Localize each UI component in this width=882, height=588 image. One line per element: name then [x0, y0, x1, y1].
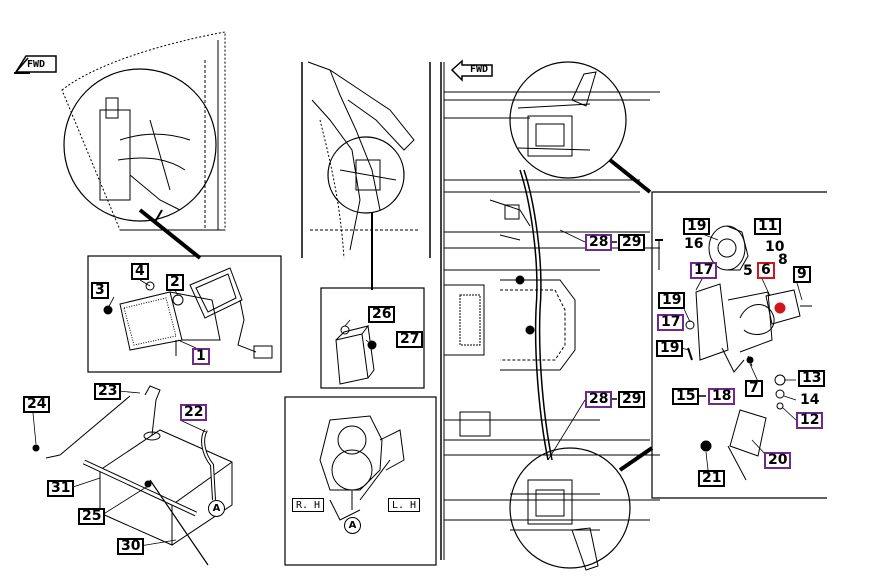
callout-21: 21 — [698, 470, 726, 487]
callout-28b: 28 — [585, 391, 613, 408]
rear-lamp-detail — [509, 446, 654, 571]
callout-15: 15 — [672, 388, 700, 405]
callout-11: 11 — [754, 218, 782, 235]
callout-3: 3 — [91, 282, 109, 299]
cab-left-view — [61, 31, 226, 260]
callout-27: 27 — [396, 331, 424, 348]
starter-view-box — [284, 396, 437, 566]
fwd-label-center: FWD — [470, 64, 489, 75]
callout-6: 6 — [757, 262, 775, 279]
circle-ref-a-starter: A — [344, 517, 361, 534]
fwd-arrow-icon — [14, 55, 57, 74]
callout-7: 7 — [745, 380, 763, 397]
callout-17b: 17 — [657, 314, 685, 331]
callout-1: 1 — [192, 348, 210, 365]
callout-29b: 29 — [618, 391, 646, 408]
callout-16: 16 — [684, 236, 704, 252]
fwd-arrow-center-icon — [450, 59, 493, 82]
rh-side-label: R. H — [292, 498, 325, 512]
callout-25: 25 — [78, 508, 106, 525]
callout-19c: 19 — [656, 340, 684, 357]
callout-17a: 17 — [690, 262, 718, 279]
callout-8: 8 — [778, 252, 788, 268]
callout-12: 12 — [796, 412, 824, 429]
callout-13: 13 — [798, 370, 826, 387]
chassis-plan-view — [440, 62, 660, 560]
callout-31: 31 — [47, 480, 75, 497]
callout-19a: 19 — [683, 218, 711, 235]
callout-2: 2 — [166, 274, 184, 291]
callout-28a: 28 — [585, 234, 613, 251]
front-lamp-detail — [509, 61, 652, 194]
center-column-view — [301, 61, 431, 290]
callout-5: 5 — [743, 263, 753, 279]
lh-side-label: L. H — [388, 498, 421, 512]
callout-24: 24 — [23, 396, 51, 413]
callout-22: 22 — [180, 404, 208, 421]
callout-9: 9 — [793, 266, 811, 283]
fwd-label-left: FWD — [27, 59, 46, 70]
fuel-tank-assembly — [32, 385, 233, 566]
callout-20: 20 — [764, 452, 792, 469]
callout-4: 4 — [131, 263, 149, 280]
callout-29a: 29 — [618, 234, 646, 251]
callout-30: 30 — [117, 538, 145, 555]
callout-23: 23 — [94, 383, 122, 400]
callout-26: 26 — [368, 306, 396, 323]
circle-ref-a-tank: A — [208, 500, 225, 517]
callout-18: 18 — [708, 388, 736, 405]
headlamp-box — [87, 255, 282, 373]
rear-lamp-exploded-box — [651, 191, 827, 499]
callout-10: 10 — [765, 239, 785, 255]
callout-14: 14 — [800, 392, 820, 408]
callout-19b: 19 — [658, 292, 686, 309]
